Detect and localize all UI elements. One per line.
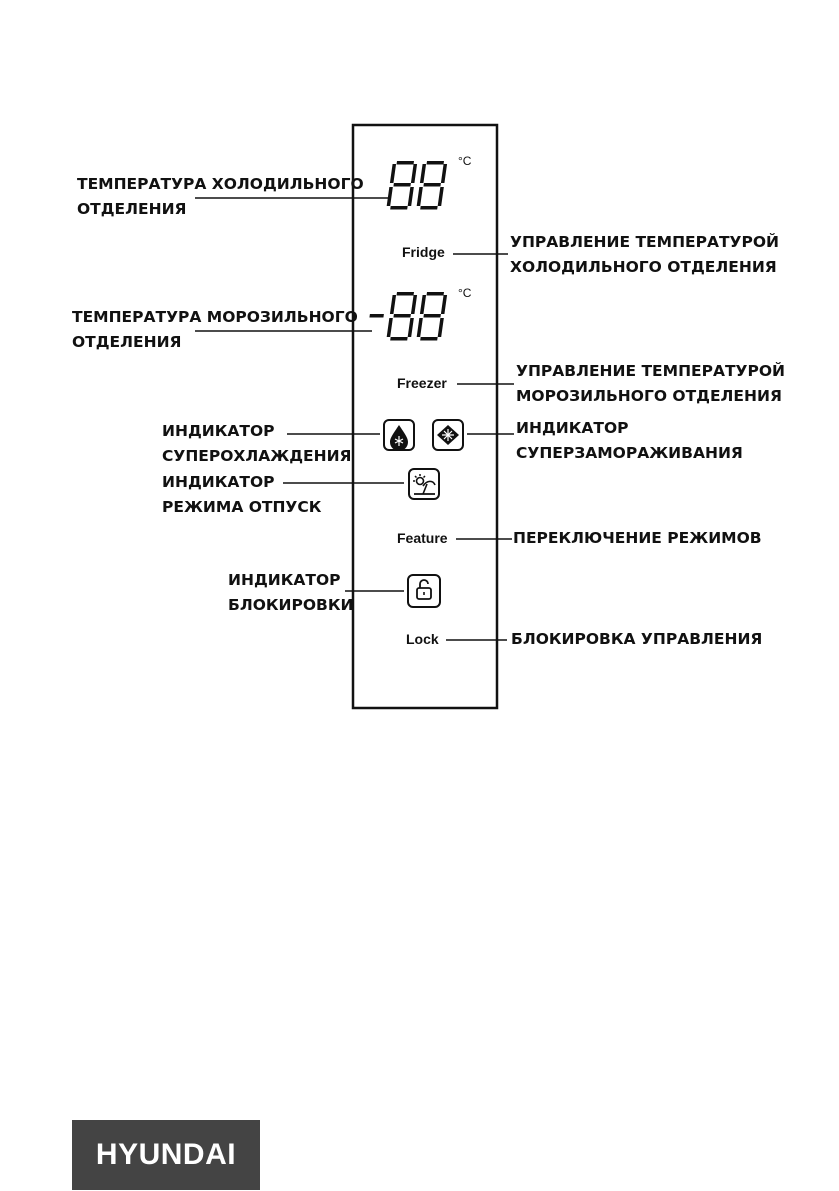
callout-freezer-control: УПРАВЛЕНИЕ ТЕМПЕРАТУРОЙ МОРОЗИЛЬНОГО ОТД… xyxy=(516,359,785,409)
lock-button[interactable]: Lock xyxy=(406,631,439,647)
callout-vacation-indicator: ИНДИКАТОР РЕЖИМА ОТПУСК xyxy=(162,470,321,520)
superfreeze-icon xyxy=(432,419,464,451)
callout-lock-indicator: ИНДИКАТОР БЛОКИРОВКИ xyxy=(228,568,354,618)
callout-line: ИНДИКАТОР xyxy=(162,422,275,440)
callout-line: РЕЖИМА ОТПУСК xyxy=(162,498,322,516)
callout-fridge-temperature: ТЕМПЕРАТУРА ХОЛОДИЛЬНОГО ОТДЕЛЕНИЯ xyxy=(77,172,364,222)
callout-line: МОРОЗИЛЬНОГО ОТДЕЛЕНИЯ xyxy=(516,387,782,405)
fridge-temperature-display xyxy=(386,161,448,210)
supercool-icon xyxy=(383,419,415,451)
hyundai-logo: HYUNDAI xyxy=(72,1120,260,1190)
vacation-icon xyxy=(408,468,440,500)
callout-line: ИНДИКАТОР xyxy=(162,473,275,491)
callout-line: ХОЛОДИЛЬНОГО ОТДЕЛЕНИЯ xyxy=(510,258,777,276)
fridge-unit-label: °C xyxy=(458,154,472,168)
callout-line: СУПЕРЗАМОРАЖИВАНИЯ xyxy=(516,444,743,462)
callout-superfreeze-indicator: ИНДИКАТОР СУПЕРЗАМОРАЖИВАНИЯ xyxy=(516,416,743,466)
callout-line: ТЕМПЕРАТУРА ХОЛОДИЛЬНОГО xyxy=(77,175,364,193)
callout-line: ОТДЕЛЕНИЯ xyxy=(77,200,187,218)
callout-line: БЛОКИРОВКИ xyxy=(228,596,354,614)
control-panel-frame xyxy=(351,123,499,710)
callout-line: ОТДЕЛЕНИЯ xyxy=(72,333,182,351)
callout-line: УПРАВЛЕНИЕ ТЕМПЕРАТУРОЙ xyxy=(510,233,780,251)
leader-lines xyxy=(195,197,514,641)
freezer-unit-label: °C xyxy=(458,286,472,300)
fridge-button[interactable]: Fridge xyxy=(402,244,445,260)
freezer-button[interactable]: Freezer xyxy=(397,375,447,391)
callout-supercool-indicator: ИНДИКАТОР СУПЕРОХЛАЖДЕНИЯ xyxy=(162,419,352,469)
callout-line: УПРАВЛЕНИЕ ТЕМПЕРАТУРОЙ xyxy=(516,362,786,380)
brand-wordmark: HYUNDAI xyxy=(95,1138,237,1171)
callout-lock-control: БЛОКИРОВКА УПРАВЛЕНИЯ xyxy=(511,627,762,652)
callout-feature-switch: ПЕРЕКЛЮЧЕНИЕ РЕЖИМОВ xyxy=(513,526,762,551)
callout-line: ИНДИКАТОР xyxy=(228,571,341,589)
lock-icon xyxy=(407,574,441,608)
feature-button[interactable]: Feature xyxy=(397,530,448,546)
callout-line: ТЕМПЕРАТУРА МОРОЗИЛЬНОГО xyxy=(72,308,358,326)
callout-freezer-temperature: ТЕМПЕРАТУРА МОРОЗИЛЬНОГО ОТДЕЛЕНИЯ xyxy=(72,305,358,355)
callout-line: БЛОКИРОВКА УПРАВЛЕНИЯ xyxy=(511,630,763,648)
callout-line: ИНДИКАТОР xyxy=(516,419,629,437)
freezer-temperature-display xyxy=(369,292,448,341)
callout-fridge-control: УПРАВЛЕНИЕ ТЕМПЕРАТУРОЙ ХОЛОДИЛЬНОГО ОТД… xyxy=(510,230,779,280)
callout-line: СУПЕРОХЛАЖДЕНИЯ xyxy=(162,447,352,465)
callout-line: ПЕРЕКЛЮЧЕНИЕ РЕЖИМОВ xyxy=(513,529,762,547)
